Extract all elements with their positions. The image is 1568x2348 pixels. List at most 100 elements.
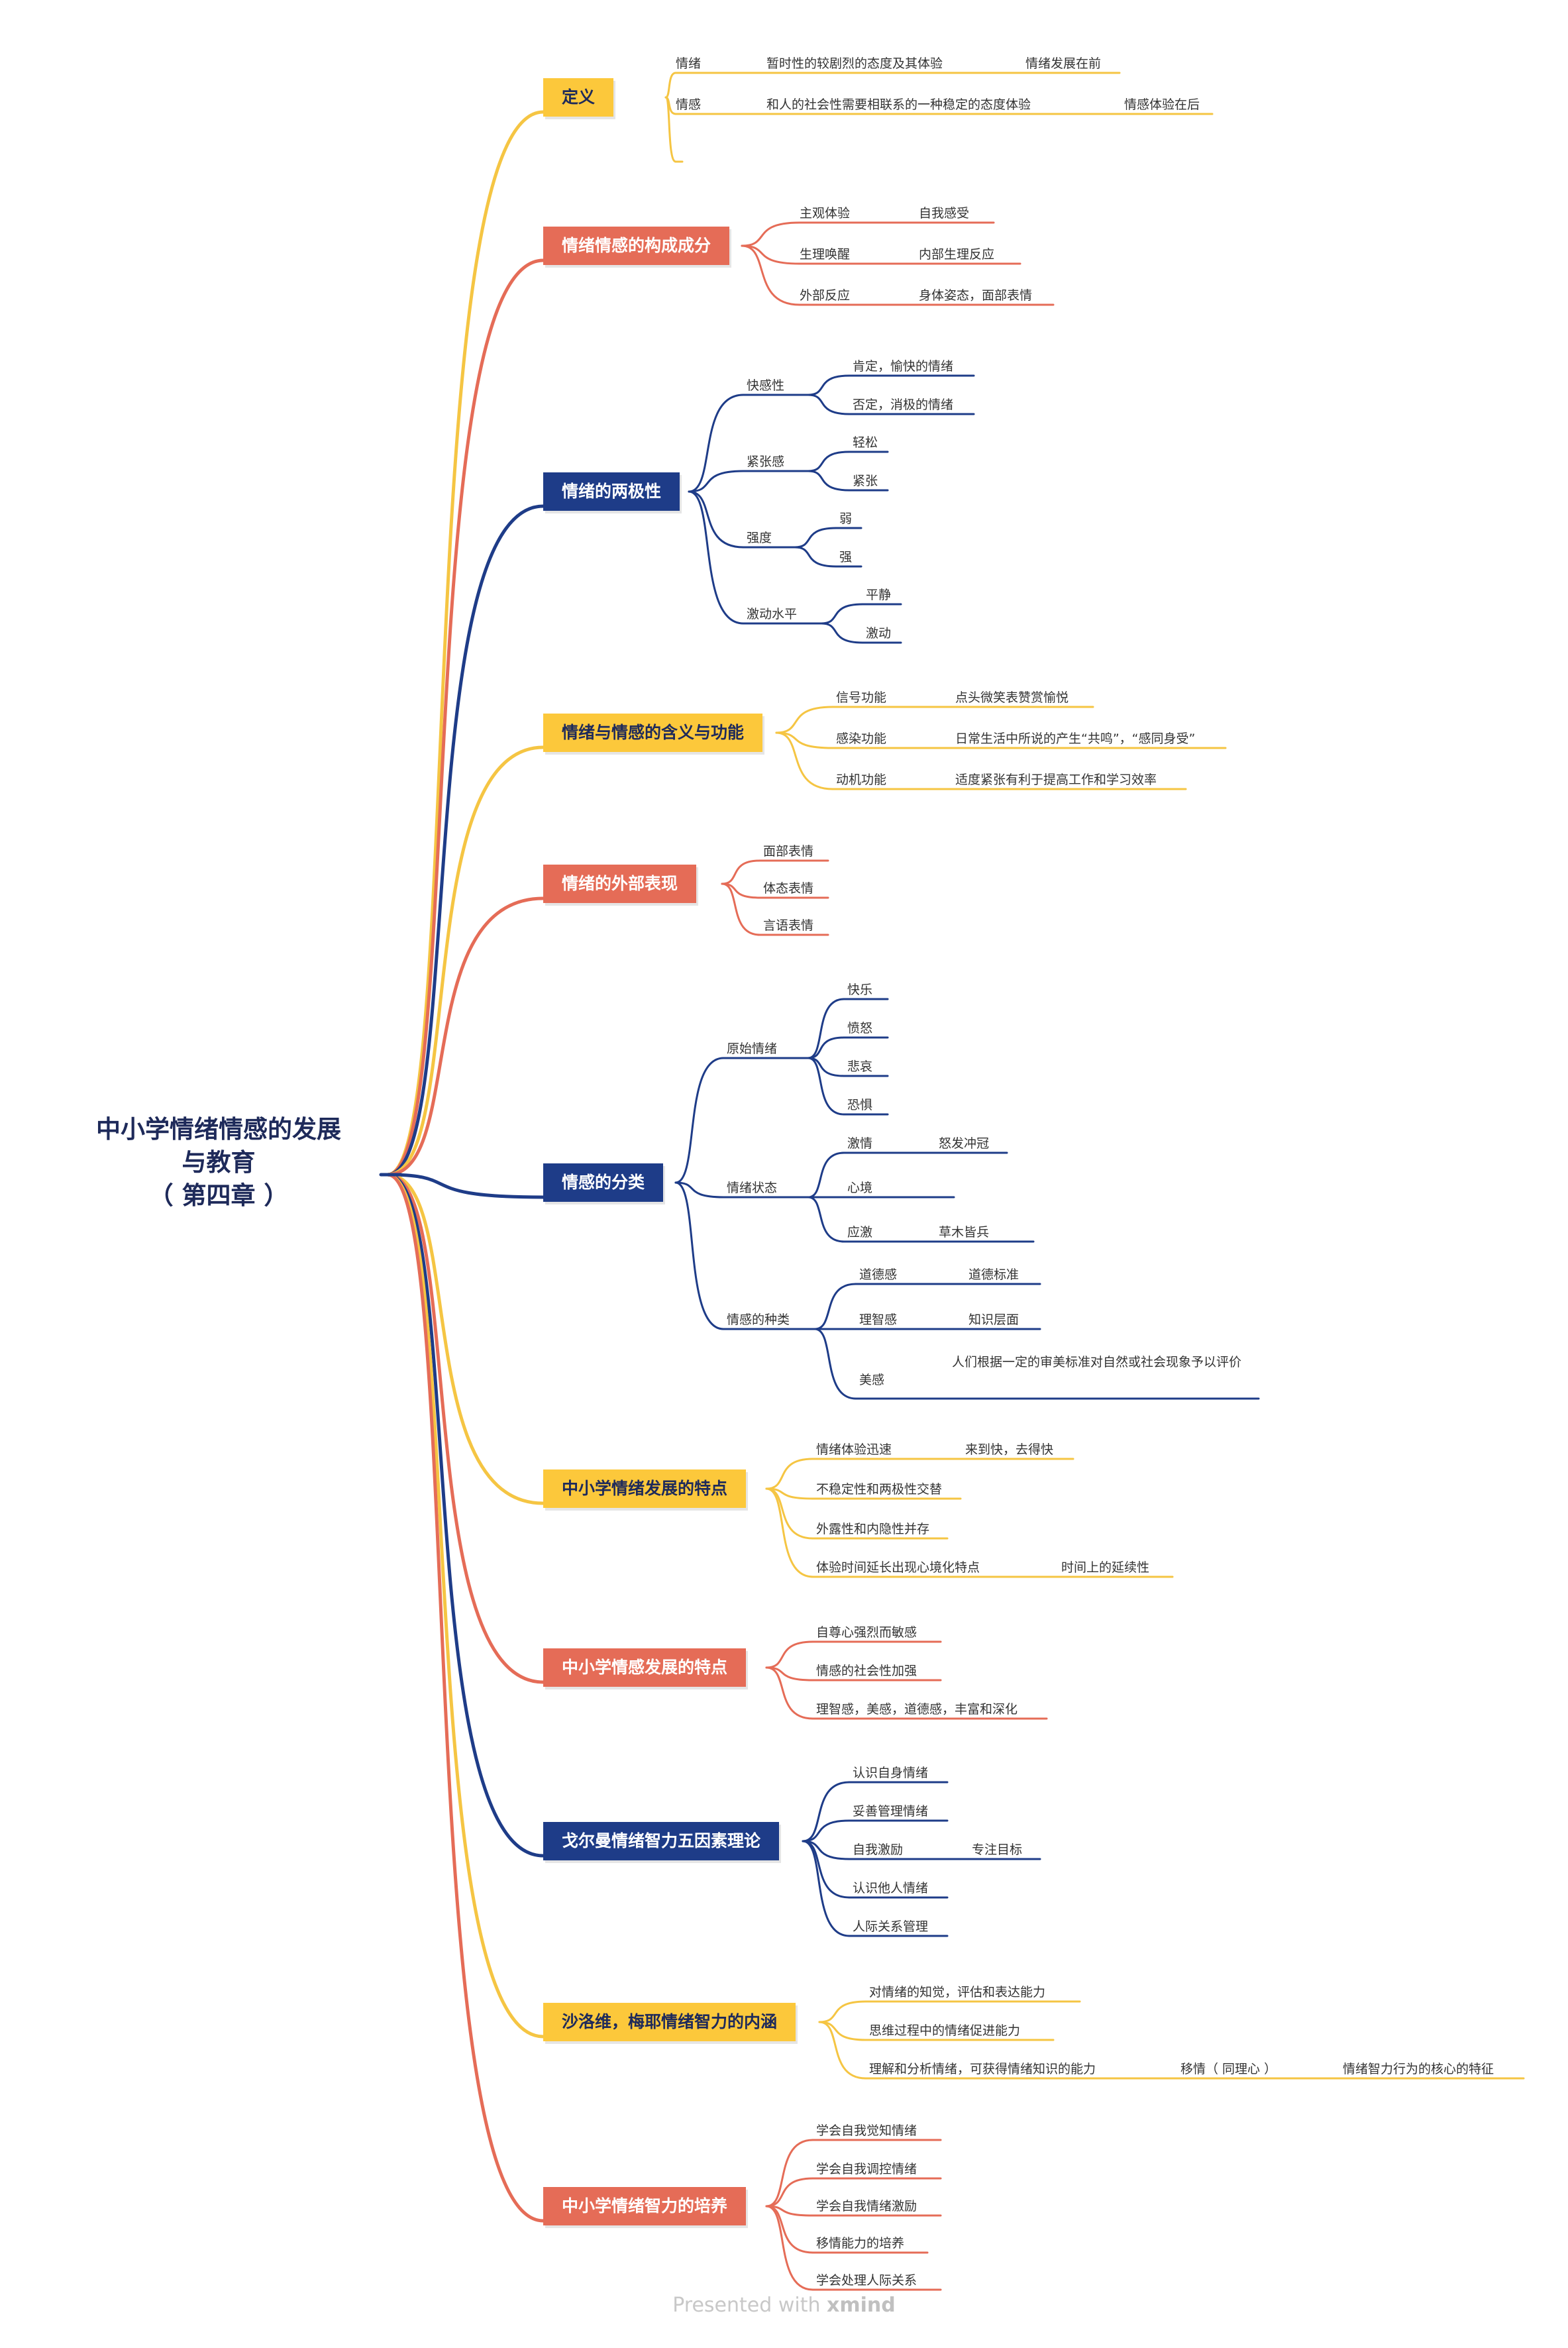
node-polarity-2-a[interactable]: 轻松 [853, 435, 878, 450]
node-class-primitive-3[interactable]: 悲哀 [847, 1059, 873, 1074]
node-def-emotion-desc[interactable]: 暂时性的较剧烈的态度及其体验 [766, 56, 943, 71]
node-def-feeling-desc[interactable]: 和人的社会性需要相联系的一种稳定的态度体验 [766, 97, 1031, 112]
node-goleman-5[interactable]: 人际关系管理 [853, 1919, 929, 1934]
root-topic[interactable]: 中小学情绪情感的发展 与教育 （ 第四章 ） [63, 1113, 374, 1212]
node-def-emotion-note[interactable]: 情绪发展在前 [1025, 56, 1102, 71]
node-polarity-1-a[interactable]: 肯定，愉快的情绪 [853, 359, 954, 374]
branch-emotion-dev[interactable]: 中小学情绪发展的特点 [543, 1469, 747, 1508]
node-emodev-1[interactable]: 情绪体验迅速 [816, 1442, 892, 1457]
node-emodev-4[interactable]: 体验时间延长出现心境化特点 [816, 1560, 980, 1575]
branch-functions[interactable]: 情绪与情感的含义与功能 [543, 714, 763, 752]
node-class-primitive-2[interactable]: 愤怒 [847, 1021, 873, 1036]
node-feeldev-2[interactable]: 情感的社会性加强 [816, 1664, 917, 1678]
node-comp-2-child[interactable]: 内部生理反应 [919, 247, 995, 262]
node-class-state-3[interactable]: 应激 [847, 1225, 873, 1240]
node-func-2-child[interactable]: 日常生活中所说的产生“共鸣”，“感同身受” [955, 731, 1196, 746]
node-class-primitive-4[interactable]: 恐惧 [847, 1098, 873, 1112]
main-connector [386, 504, 545, 1177]
node-class-kind-1[interactable]: 道德感 [859, 1267, 898, 1282]
branch-classification[interactable]: 情感的分类 [543, 1163, 664, 1202]
root-title-line-2: 与教育 [182, 1148, 256, 1177]
node-polarity-3-a[interactable]: 弱 [839, 511, 853, 526]
node-func-3-child[interactable]: 适度紧张有利于提高工作和学习效率 [955, 773, 1157, 787]
sub-connector [674, 1057, 725, 1184]
branch-feeling-dev[interactable]: 中小学情感发展的特点 [543, 1648, 747, 1687]
node-class-kind-3-child[interactable]: 人们根据一定的审美标准对自然或社会现象予以评价 [952, 1355, 1242, 1369]
footer-prefix: Presented with [672, 2294, 821, 2317]
main-connector [386, 1173, 545, 2223]
node-class-state-3-child[interactable]: 草木皆兵 [939, 1225, 990, 1240]
node-polarity-4-a[interactable]: 平静 [866, 588, 892, 602]
branch-definition[interactable]: 定义 [543, 78, 614, 117]
node-class-kind-2[interactable]: 理智感 [859, 1312, 898, 1327]
node-class-primitive[interactable]: 原始情绪 [727, 1041, 778, 1056]
node-class-kind-1-child[interactable]: 道德标准 [968, 1267, 1019, 1282]
branch-external[interactable]: 情绪的外部表现 [543, 865, 697, 903]
node-goleman-3[interactable]: 自我激励 [853, 1842, 904, 1857]
node-comp-1[interactable]: 主观体验 [800, 206, 851, 221]
node-polarity-1[interactable]: 快感性 [747, 378, 785, 393]
node-class-kind-2-child[interactable]: 知识层面 [968, 1312, 1019, 1327]
node-emodev-4-child[interactable]: 时间上的延续性 [1061, 1560, 1150, 1575]
footer-presented-with: Presented with xmind [0, 2294, 1568, 2317]
node-salovey-c[interactable]: 理解和分析情绪，可获得情绪知识的能力 [869, 2062, 1096, 2076]
node-cultivate-1[interactable]: 学会自我觉知情绪 [816, 2123, 917, 2138]
node-polarity-4-b[interactable]: 激动 [866, 626, 892, 641]
node-polarity-2[interactable]: 紧张感 [747, 454, 785, 469]
sub-connector [664, 72, 677, 99]
node-class-kind-3[interactable]: 美感 [859, 1373, 885, 1387]
node-func-2[interactable]: 感染功能 [836, 731, 887, 746]
node-class-state-2[interactable]: 心境 [847, 1181, 873, 1195]
node-feeldev-1[interactable]: 自尊心强烈而敏感 [816, 1625, 917, 1640]
node-external-2[interactable]: 体态表情 [763, 881, 814, 896]
node-func-1-child[interactable]: 点头微笑表赞赏愉悦 [955, 690, 1069, 705]
node-polarity-4[interactable]: 激动水平 [747, 607, 798, 621]
node-polarity-2-b[interactable]: 紧张 [853, 474, 878, 488]
node-class-state-1-child[interactable]: 怒发冲冠 [939, 1136, 990, 1151]
node-salovey-c-child[interactable]: 移情（ 同理心 ） [1180, 2062, 1277, 2076]
node-comp-2[interactable]: 生理唤醒 [800, 247, 851, 262]
node-class-kinds[interactable]: 情感的种类 [727, 1312, 790, 1327]
node-emodev-2[interactable]: 不稳定性和两极性交替 [816, 1482, 943, 1497]
node-comp-3-child[interactable]: 身体姿态，面部表情 [919, 288, 1033, 303]
node-comp-3[interactable]: 外部反应 [800, 288, 851, 303]
sub-connector [820, 622, 864, 644]
node-def-emotion[interactable]: 情绪 [676, 56, 702, 71]
node-goleman-3-child[interactable]: 专注目标 [972, 1842, 1023, 1857]
node-polarity-3[interactable]: 强度 [747, 531, 772, 545]
node-emodev-1-child[interactable]: 来到快，去得快 [965, 1442, 1054, 1457]
node-salovey-b[interactable]: 思维过程中的情绪促进能力 [869, 2023, 1021, 2038]
node-comp-1-child[interactable]: 自我感受 [919, 206, 970, 221]
node-salovey-a[interactable]: 对情绪的知觉，评估和表达能力 [869, 1985, 1046, 2000]
branch-components[interactable]: 情绪情感的构成成分 [543, 227, 730, 265]
node-class-states[interactable]: 情绪状态 [727, 1181, 778, 1195]
node-goleman-1[interactable]: 认识自身情绪 [853, 1766, 929, 1780]
node-cultivate-3[interactable]: 学会自我情绪激励 [816, 2199, 917, 2214]
branch-goleman[interactable]: 戈尔曼情绪智力五因素理论 [543, 1822, 780, 1860]
node-class-state-1[interactable]: 激情 [847, 1136, 873, 1151]
sub-connector [674, 1181, 725, 1330]
sub-connector [765, 1640, 814, 1669]
node-cultivate-4[interactable]: 移情能力的培养 [816, 2236, 905, 2251]
node-class-primitive-1[interactable]: 快乐 [847, 983, 873, 997]
node-polarity-1-b[interactable]: 否定，消极的情绪 [853, 398, 954, 412]
node-goleman-4[interactable]: 认识他人情绪 [853, 1881, 929, 1895]
node-emodev-3[interactable]: 外露性和内隐性并存 [816, 1522, 930, 1536]
node-feeldev-3[interactable]: 理智感，美感，道德感，丰富和深化 [816, 1702, 1018, 1717]
branch-cultivate[interactable]: 中小学情绪智力的培养 [543, 2187, 747, 2225]
node-func-1[interactable]: 信号功能 [836, 690, 887, 705]
node-def-feeling[interactable]: 情感 [676, 97, 702, 112]
node-def-feeling-note[interactable]: 情感体验在后 [1124, 97, 1200, 112]
node-external-1[interactable]: 面部表情 [763, 844, 814, 859]
node-polarity-3-b[interactable]: 强 [839, 550, 853, 564]
node-salovey-c-grand[interactable]: 情绪智力行为的核心的特征 [1343, 2062, 1494, 2076]
node-cultivate-2[interactable]: 学会自我调控情绪 [816, 2162, 917, 2176]
node-goleman-2[interactable]: 妥善管理情绪 [853, 1804, 929, 1819]
branch-polarity[interactable]: 情绪的两极性 [543, 472, 680, 511]
sub-connector [802, 1819, 851, 1842]
node-cultivate-5[interactable]: 学会处理人际关系 [816, 2273, 917, 2288]
node-external-3[interactable]: 言语表情 [763, 918, 814, 933]
node-func-3[interactable]: 动机功能 [836, 773, 887, 787]
branch-salovey[interactable]: 沙洛维，梅耶情绪智力的内涵 [543, 2003, 796, 2041]
